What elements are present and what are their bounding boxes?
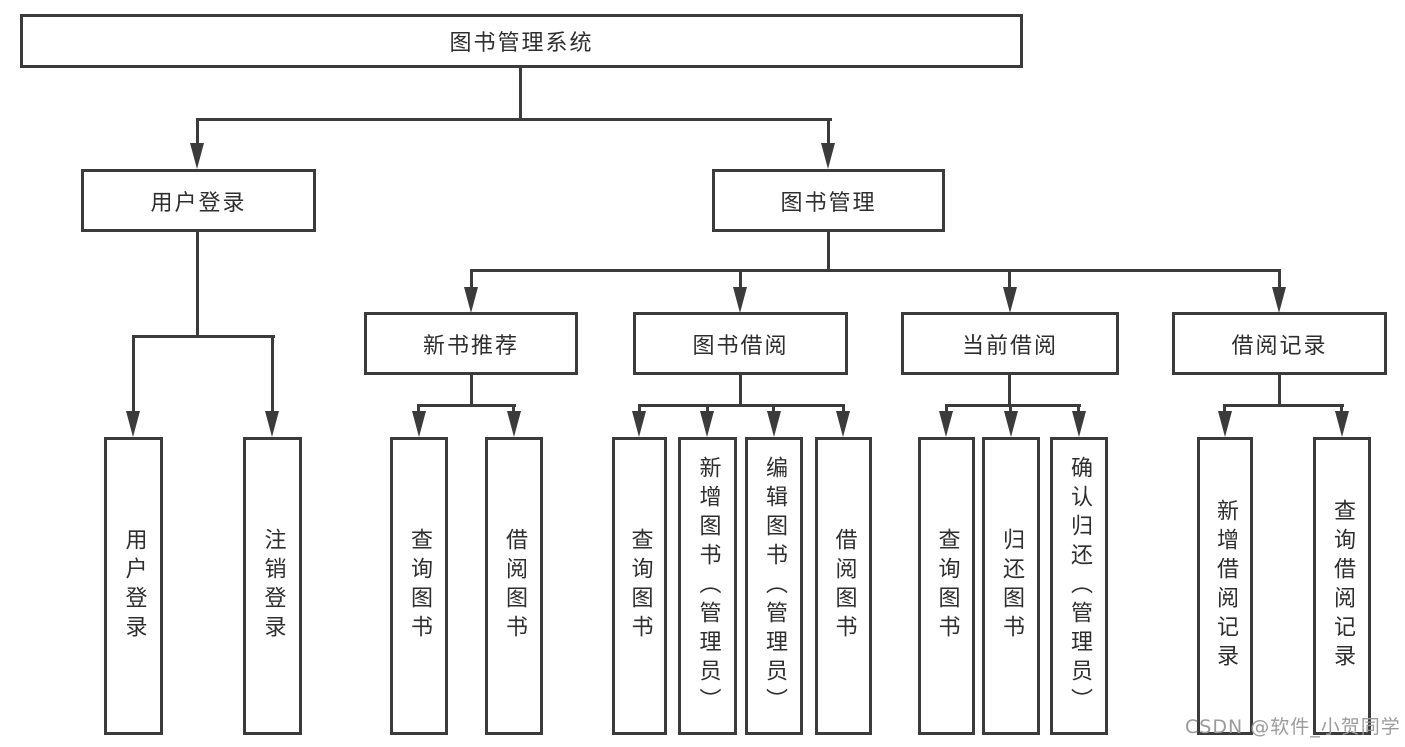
connector-leaf-drop: [706, 404, 709, 416]
connector-leaf-drop: [772, 404, 775, 416]
leaf-borrow-books-recommend: 借阅图书: [485, 437, 543, 735]
leaf-query-books-current: 查询图书: [918, 437, 975, 735]
connector-book-mgmt-drop: [827, 118, 830, 148]
connector-group-stem: [470, 374, 473, 407]
leaf-edit-books-admin: 编辑图书（管理员）: [745, 437, 803, 735]
connector-leaf-drop: [512, 404, 515, 416]
leaf-borrow-books: 借阅图书: [815, 437, 872, 735]
arrowhead-leaf: [1004, 411, 1018, 437]
connector-leaf-drop: [842, 404, 845, 416]
arrowhead-leaf: [1335, 411, 1349, 437]
leaf-logout: 注销登录: [243, 437, 302, 735]
connector-leaf-drop: [417, 404, 420, 416]
node-book-management: 图书管理: [712, 169, 945, 232]
arrowhead-leaf: [632, 411, 646, 437]
connector-group-stem: [1278, 374, 1281, 407]
connector-leaf-drop: [638, 404, 641, 416]
arrowhead-leaf: [507, 411, 521, 437]
connector-module-drop: [1278, 269, 1281, 291]
arrowhead-leaf: [700, 411, 714, 437]
arrowhead-leaf: [265, 411, 279, 437]
connector-leaf-drop: [1077, 404, 1080, 416]
connector-group-rail: [638, 404, 845, 407]
arrowhead-user-login: [190, 143, 204, 169]
connector-leaf-drop: [1009, 404, 1012, 416]
connector-module-drop: [470, 269, 473, 291]
connector-user-login-stem: [196, 230, 199, 338]
leaf-query-borrow-record: 查询借阅记录: [1313, 437, 1371, 735]
arrowhead-current-borrow: [1003, 287, 1017, 313]
arrowhead-borrow-records: [1272, 287, 1286, 313]
arrowhead-leaf: [126, 411, 140, 437]
connector-leaf-drop: [1340, 404, 1343, 416]
arrowhead-leaf: [836, 411, 850, 437]
arrowhead-leaf: [412, 411, 426, 437]
node-current-borrow: 当前借阅: [901, 312, 1119, 375]
connector-group-rail: [1223, 404, 1344, 407]
leaf-user-login: 用户登录: [104, 437, 163, 735]
arrowhead-leaf: [767, 411, 781, 437]
connector-leaf-drop: [1223, 404, 1226, 416]
leaf-confirm-return-admin: 确认归还（管理员）: [1050, 437, 1108, 735]
connector-group-stem: [739, 374, 742, 407]
node-book-borrow: 图书借阅: [633, 312, 848, 375]
leaf-query-books-recommend: 查询图书: [390, 437, 448, 735]
node-new-book-recommend: 新书推荐: [364, 312, 578, 375]
csdn-watermark: CSDN @软件_小贺同学: [1185, 716, 1401, 738]
connector-root-stem: [519, 66, 522, 121]
connector-module-drop: [1008, 269, 1011, 291]
arrowhead-leaf: [1218, 411, 1232, 437]
connector-level3-rail: [470, 269, 1281, 272]
connector-leaf-drop: [271, 335, 274, 415]
connector-level2-rail: [196, 118, 832, 121]
node-root-system: 图书管理系统: [20, 14, 1023, 68]
connector-group-rail: [417, 404, 516, 407]
leaf-query-books-borrow: 查询图书: [612, 437, 667, 735]
connector-module-drop: [739, 269, 742, 291]
connector-user-login-drop: [196, 118, 199, 148]
leaf-add-books-admin: 新增图书（管理员）: [678, 437, 737, 735]
connector-user-login-rail: [132, 335, 275, 338]
connector-leaf-drop: [945, 404, 948, 416]
connector-book-mgmt-stem: [827, 230, 830, 272]
leaf-add-borrow-record: 新增借阅记录: [1197, 437, 1253, 735]
arrowhead-new-book-recommend: [464, 287, 478, 313]
connector-group-rail: [945, 404, 1081, 407]
connector-group-stem: [1008, 374, 1011, 407]
arrowhead-leaf: [939, 411, 953, 437]
node-borrow-records: 借阅记录: [1172, 312, 1387, 375]
node-user-login: 用户登录: [81, 169, 316, 232]
arrowhead-book-borrow: [733, 287, 747, 313]
connector-leaf-drop: [132, 335, 135, 415]
arrowhead-book-mgmt: [821, 143, 835, 169]
leaf-return-books: 归还图书: [982, 437, 1040, 735]
arrowhead-leaf: [1072, 411, 1086, 437]
